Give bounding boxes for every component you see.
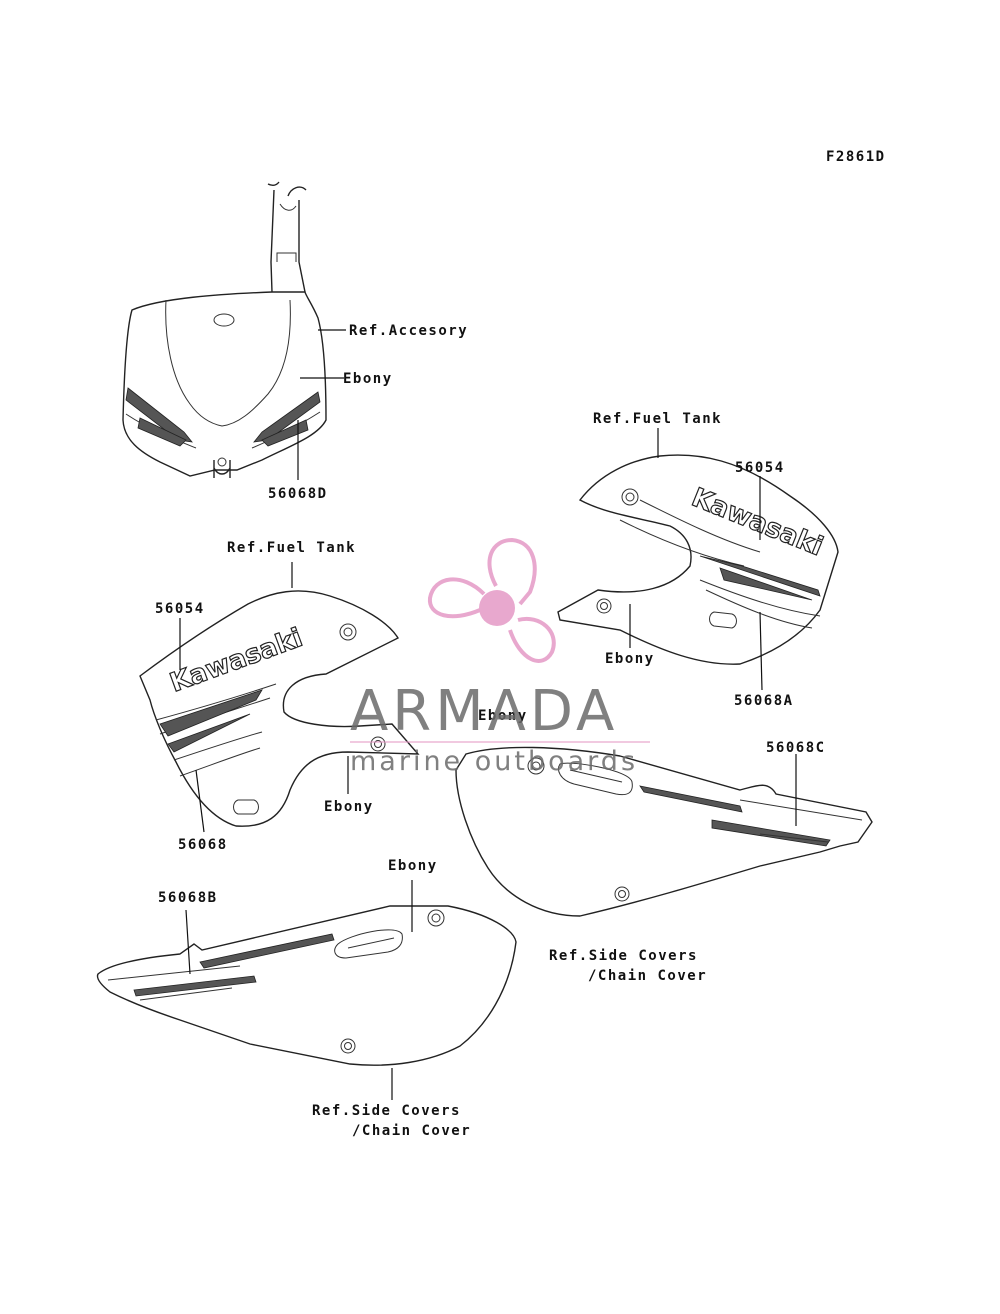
label-ebony-side-left: Ebony: [388, 858, 438, 874]
watermark-tagline: marine outboards: [350, 746, 638, 777]
label-ref-fuel-tank-right: Ref.Fuel Tank: [593, 411, 722, 427]
label-56054-left: 56054: [155, 601, 205, 617]
leader-56068: [195, 769, 205, 833]
right-side-cover: [455, 746, 873, 917]
front-number-plate: [122, 181, 327, 478]
label-ref-fuel-tank-left: Ref.Fuel Tank: [227, 540, 356, 556]
label-ref-side-covers-left-1: Ref.Side Covers: [312, 1103, 461, 1119]
label-56068b: 56068B: [158, 890, 218, 906]
decal-brand-left: Kawasaki: [166, 623, 306, 699]
watermark: ARMADA marine outboards: [350, 537, 650, 777]
label-ebony-right: Ebony: [605, 651, 655, 667]
leader-56068a: [759, 611, 763, 691]
left-side-cover: [96, 905, 517, 1066]
label-ebony-center: Ebony: [478, 708, 528, 724]
label-56068: 56068: [178, 837, 228, 853]
label-ebony-left: Ebony: [324, 799, 374, 815]
label-ref-side-covers-right-2: /Chain Cover: [588, 968, 707, 984]
watermark-name: ARMADA: [350, 679, 618, 744]
leader-56068b: [185, 909, 191, 975]
label-ebony-front: Ebony: [343, 371, 393, 387]
label-ref-accessory: Ref.Accesory: [349, 323, 468, 339]
label-ref-side-covers-right-1: Ref.Side Covers: [549, 948, 698, 964]
figure-code: F2861D: [826, 149, 886, 165]
label-56054-right: 56054: [735, 460, 785, 476]
propeller-icon: [427, 537, 556, 663]
label-ref-side-covers-left-2: /Chain Cover: [352, 1123, 471, 1139]
right-radiator-shroud: Kawasaki: [557, 454, 839, 665]
decal-brand-right: Kawasaki: [687, 483, 827, 563]
label-56068a: 56068A: [734, 693, 794, 709]
label-56068c: 56068C: [766, 740, 826, 756]
label-56068d: 56068D: [268, 486, 328, 502]
